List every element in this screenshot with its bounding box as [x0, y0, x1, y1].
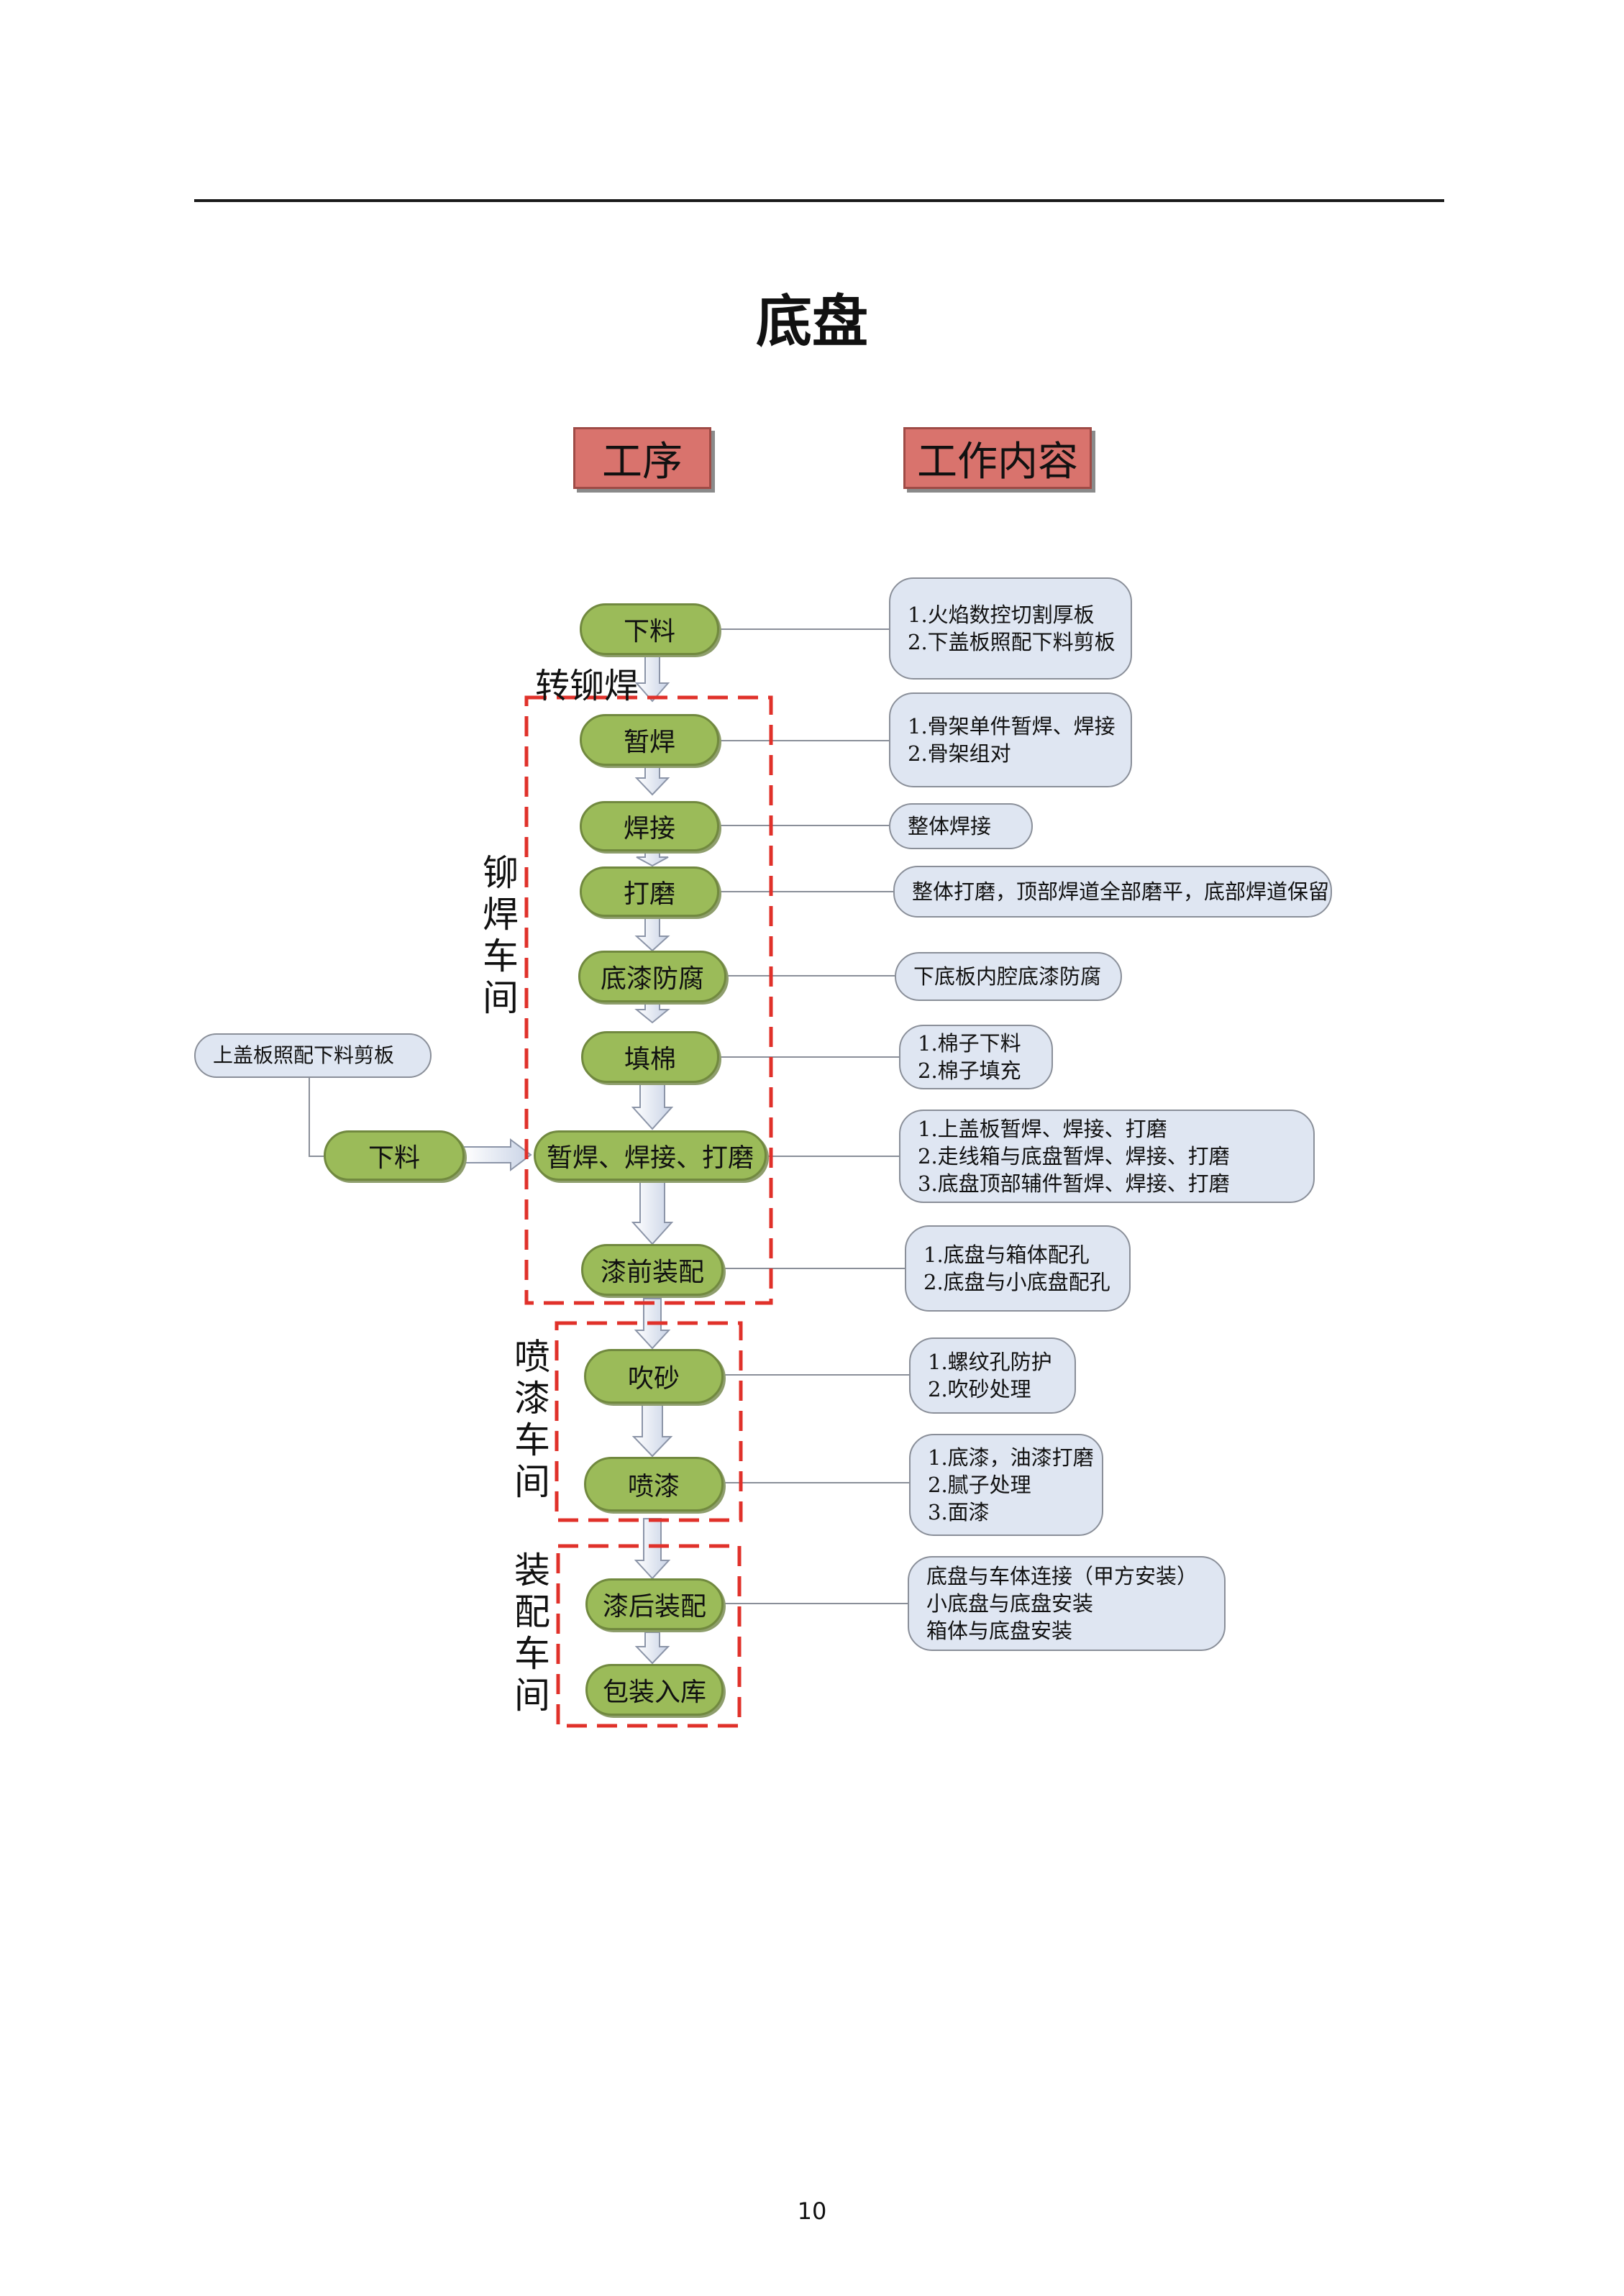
step-tack: 暂焊: [580, 714, 719, 766]
note-primer: 下底板内腔底漆防腐: [895, 952, 1122, 1001]
step-primer: 底漆防腐: [578, 951, 726, 1002]
frame-welding-workshop: [524, 695, 773, 1305]
header-process: 工序: [573, 427, 711, 489]
note-weld: 整体焊接: [889, 803, 1033, 849]
arrow-primer-to-fill: [634, 1000, 670, 1024]
arrow-cut-to-tack: [634, 650, 670, 703]
page-title: 底盘: [755, 290, 868, 355]
note-connectors: [309, 628, 909, 1604]
arrow-fill-to-tack-weld-grind: [631, 1082, 674, 1130]
step-post-paint-assembly: 漆后装配: [585, 1578, 724, 1630]
arrow-post-paint-to-pack: [634, 1632, 670, 1665]
arrow-grind-to-primer: [634, 915, 670, 952]
note-post-paint-assembly: 底盘与车体连接（甲方安装）小底盘与底盘安装箱体与底盘安装: [908, 1556, 1226, 1651]
arrow-tack-to-weld: [634, 763, 670, 796]
frame-assembly-workshop: [556, 1544, 742, 1728]
group-label-assembly: 装配车间: [514, 1550, 550, 1716]
arrow-spray-to-post-paint: [634, 1518, 671, 1580]
note-side-input: 上盖板照配下料剪板: [194, 1033, 432, 1078]
step-cut: 下料: [580, 603, 719, 655]
step-sandblast: 吹砂: [584, 1349, 724, 1404]
step-spray: 喷漆: [584, 1457, 724, 1511]
step-weld: 焊接: [580, 801, 719, 851]
page-top-rule: [194, 199, 1444, 202]
group-label-painting: 喷漆车间: [514, 1336, 550, 1503]
arrow-weld-to-grind: [636, 849, 669, 867]
group-label-welding: 铆焊车间: [483, 852, 519, 1019]
note-grind: 整体打磨，顶部焊道全部磨平，底部焊道保留: [893, 866, 1332, 918]
arrow-side-cut-to-main: [463, 1138, 532, 1171]
page-number: 10: [797, 2197, 827, 2225]
step-pack: 包装入库: [585, 1664, 724, 1716]
group-frames: [524, 695, 773, 1728]
frame-painting-workshop: [555, 1321, 743, 1522]
step-fill: 填棉: [581, 1031, 719, 1083]
connector-side-input: [309, 1077, 324, 1157]
step-grind: 打磨: [580, 866, 719, 917]
step-side-cut: 下料: [324, 1130, 465, 1181]
header-work-content: 工作内容: [903, 427, 1092, 489]
transfer-label: 转铆焊: [535, 666, 639, 706]
arrow-tack-weld-grind-to-pre-paint: [631, 1179, 674, 1245]
step-pre-paint-assembly: 漆前装配: [581, 1244, 724, 1296]
step-tack-weld-grind: 暂焊、焊接、打磨: [534, 1130, 767, 1181]
arrow-sandblast-to-spray: [631, 1403, 673, 1458]
